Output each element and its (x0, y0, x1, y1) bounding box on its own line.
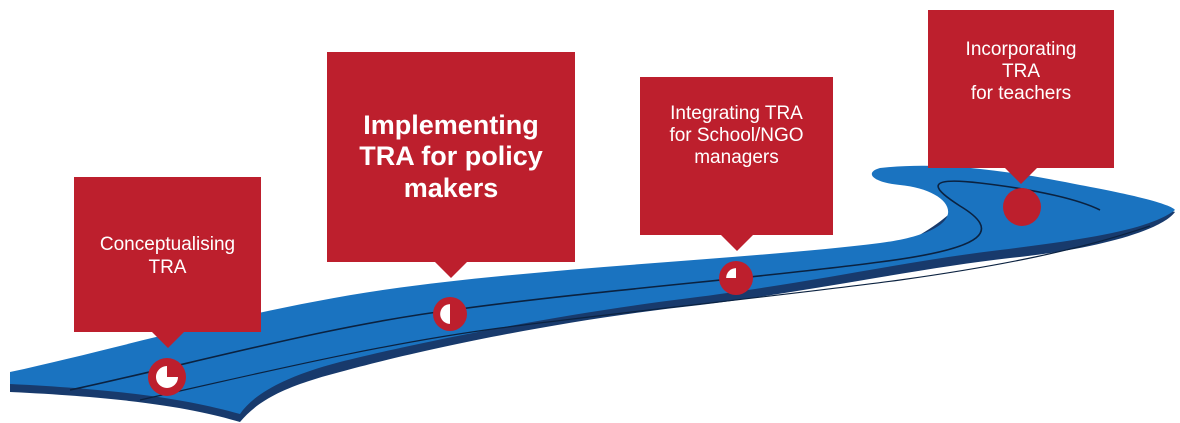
milestone-callout-implementing: Implementing TRA for policy makers (327, 52, 575, 278)
milestone-callout-integrating: Integrating TRA for School/NGO managers (640, 77, 833, 251)
milestone-progress-wedge (155, 365, 179, 389)
milestone-label-line: for teachers (970, 83, 1072, 105)
milestone-label-line: managers (694, 147, 779, 169)
milestone-label: Integrating TRA for School/NGO managers (669, 103, 803, 169)
milestone-label: Conceptualising TRA (100, 230, 235, 278)
road-center-line (69, 180, 1101, 391)
milestone-label-line: TRA (1002, 60, 1040, 82)
milestone-progress-wedge (726, 268, 736, 278)
milestone-marker (148, 358, 186, 396)
milestone-marker (433, 297, 467, 331)
road-edge-line (139, 225, 1151, 401)
milestone-callout-conceptualising: Conceptualising TRA (74, 177, 261, 348)
milestone-label-line: Implementing (363, 110, 539, 141)
milestone-label-line: Incorporating (965, 38, 1077, 60)
milestone-label-line: Integrating TRA (670, 102, 803, 124)
milestone-label-line: TRA (148, 256, 187, 278)
milestone-label-line: Conceptualising (99, 234, 236, 256)
milestone-label-line: TRA for policy (359, 141, 543, 172)
milestone-marker-disc (1003, 188, 1041, 226)
milestone-label-line: for School/NGO (669, 124, 804, 146)
milestone-progress-wedge (440, 304, 450, 324)
milestone-label-line: makers (403, 172, 499, 203)
milestone-label: Implementing TRA for policy makers (359, 110, 543, 204)
milestone-marker (1003, 188, 1041, 226)
road-surface (10, 165, 1175, 414)
milestone-label: Incorporating TRA for teachers (966, 39, 1077, 105)
milestone-callout-incorporating: Incorporating TRA for teachers (928, 10, 1114, 184)
milestone-marker (719, 261, 753, 295)
